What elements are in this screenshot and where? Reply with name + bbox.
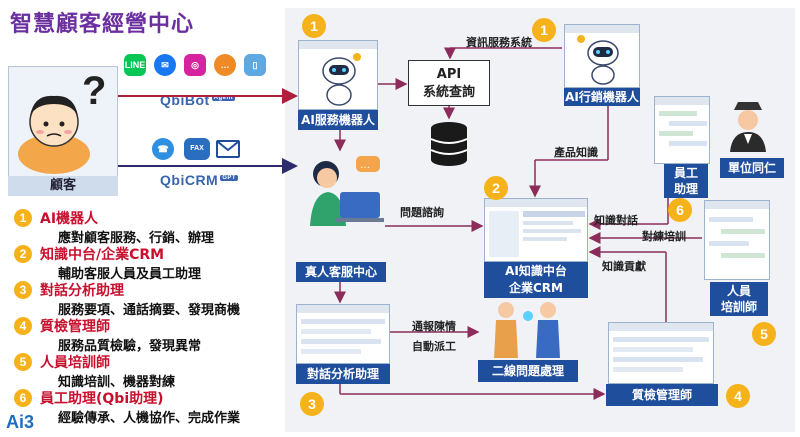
legend-item: 4 質檢管理師 服務品質檢驗，發現異常 xyxy=(14,316,286,354)
legend-title: AI機器人 xyxy=(40,211,99,227)
legend-title: 知識中台/企業CRM xyxy=(40,247,165,263)
human-trainer-badge: 5 xyxy=(752,322,776,346)
ai-marketing-bot-badge: 1 xyxy=(532,18,556,42)
system-query-label: 系統查詢 xyxy=(422,85,475,100)
page-title: 智慧顧客經營中心 xyxy=(10,12,195,37)
legend-description: 應對顧客服務、行銷、辦理 xyxy=(58,231,215,246)
second-line-staff-icon xyxy=(494,302,560,358)
trainer-label: 培訓師 xyxy=(720,300,757,314)
legend-item: 2 知識中台/企業CRM 輔助客服人員及員工助理 xyxy=(14,244,286,282)
robot-icon xyxy=(322,53,361,106)
dialogue-analysis-badge: 3 xyxy=(300,392,324,416)
second-line-label: 二線問題處理 xyxy=(478,360,578,382)
legend-item: 3 對話分析助理 服務要項、通話摘要、發現商機 xyxy=(14,280,286,318)
customer-label: 顧客 xyxy=(8,176,118,196)
customer-service-agent-icon: … xyxy=(310,156,384,226)
employee-assistant-badge: 6 xyxy=(668,198,692,222)
legend-description: 服務要項、通話摘要、發現商機 xyxy=(58,303,241,318)
enterprise-crm-label: 企業CRM xyxy=(509,281,563,295)
fax-icon: FAX xyxy=(184,138,210,160)
human-label: 人員 xyxy=(726,284,751,298)
human-service-label: 真人客服中心 xyxy=(296,262,386,282)
ai-marketing-bot-label: AI行銷機器人 xyxy=(564,88,640,106)
customer-box xyxy=(8,66,118,196)
dialogue-training-label: 對練培訓 xyxy=(642,230,686,243)
api-label: API xyxy=(436,67,462,82)
email-icon xyxy=(216,140,240,158)
assistant-label: 助理 xyxy=(673,182,698,196)
legend-description: 經驗傳承、人機協作、完成作業 xyxy=(58,411,241,426)
quality-manager-label: 質檢管理師 xyxy=(606,384,718,406)
quality-manager-badge: 4 xyxy=(726,384,750,408)
svg-text:?: ? xyxy=(82,70,106,113)
ai-service-bot-badge: 1 xyxy=(302,14,326,38)
ai-service-bot-screen xyxy=(298,40,378,110)
legend-title: 質檢管理師 xyxy=(40,319,110,335)
legend-number: 3 xyxy=(14,281,32,299)
ai3-logo: Ai3 xyxy=(6,412,35,432)
database-icon xyxy=(430,122,468,166)
legend: 1 AI機器人 應對顧客服務、行銷、辦理 2 知識中台/企業CRM 輔助客服人員… xyxy=(14,208,286,426)
chat-icon: … xyxy=(214,54,236,76)
legend-title: 人員培訓師 xyxy=(40,355,110,371)
colleague-icon xyxy=(730,102,766,152)
svg-text:…: … xyxy=(360,160,370,171)
issue-inquiry-label: 問題諮詢 xyxy=(400,206,444,219)
employee-assistant-label: 員工 助理 xyxy=(664,164,708,198)
legend-description: 知識培訓、機器對練 xyxy=(58,375,176,390)
human-trainer-label: 人員 培訓師 xyxy=(710,282,768,316)
legend-number: 2 xyxy=(14,245,32,263)
robot-icon xyxy=(577,35,619,85)
report-issue-label: 通報陳情 xyxy=(412,320,456,333)
ai-knowledge-center-screen xyxy=(484,198,588,262)
phone-app-icon: ▯ xyxy=(244,54,266,76)
ai-kb-label: AI知識中台 xyxy=(505,264,567,278)
legend-description: 服務品質檢驗，發現異常 xyxy=(58,339,202,354)
auto-dispatch-label: 自動派工 xyxy=(412,340,456,353)
product-knowledge-label: 產品知識 xyxy=(554,146,598,159)
knowledge-dialogue-label: 知識對話 xyxy=(594,214,638,227)
ai-knowledge-center-badge: 2 xyxy=(484,176,508,200)
legend-number: 4 xyxy=(14,317,32,335)
employee-assistant-screen xyxy=(654,96,710,164)
legend-item: 5 人員培訓師 知識培訓、機器對練 xyxy=(14,352,286,390)
knowledge-contribution-label: 知識貢獻 xyxy=(602,260,646,273)
legend-number: 6 xyxy=(14,389,32,407)
dialogue-analysis-label: 對話分析助理 xyxy=(296,364,390,384)
ai-service-bot-label: AI服務機器人 xyxy=(298,110,378,130)
info-service-system-label: 資訊服務系統 xyxy=(466,36,532,49)
legend-description: 輔助客服人員及員工助理 xyxy=(58,267,202,282)
legend-title: 員工助理(Qbi助理) xyxy=(40,391,164,407)
ai-knowledge-center-label: AI知識中台 企業CRM xyxy=(484,262,588,298)
unit-colleague-label: 單位同仁 xyxy=(720,158,784,178)
quality-manager-screen xyxy=(608,322,714,384)
dialogue-analysis-screen xyxy=(296,304,390,364)
messenger-icon: ✉ xyxy=(154,54,176,76)
api-system-query: API 系統查詢 xyxy=(408,60,490,106)
human-trainer-screen xyxy=(704,200,770,280)
phone-icon: ☎ xyxy=(152,138,174,160)
legend-number: 1 xyxy=(14,209,32,227)
legend-title: 對話分析助理 xyxy=(40,283,124,299)
confused-customer-icon: ? xyxy=(18,70,106,174)
ai-marketing-bot-screen xyxy=(564,24,640,88)
instagram-icon: ◎ xyxy=(184,54,206,76)
legend-item: 6 員工助理(Qbi助理) 經驗傳承、人機協作、完成作業 xyxy=(14,388,286,426)
line-icon: LINE xyxy=(124,54,146,76)
legend-number: 5 xyxy=(14,353,32,371)
legend-item: 1 AI機器人 應對顧客服務、行銷、辦理 xyxy=(14,208,286,246)
employee-label: 員工 xyxy=(673,166,698,180)
